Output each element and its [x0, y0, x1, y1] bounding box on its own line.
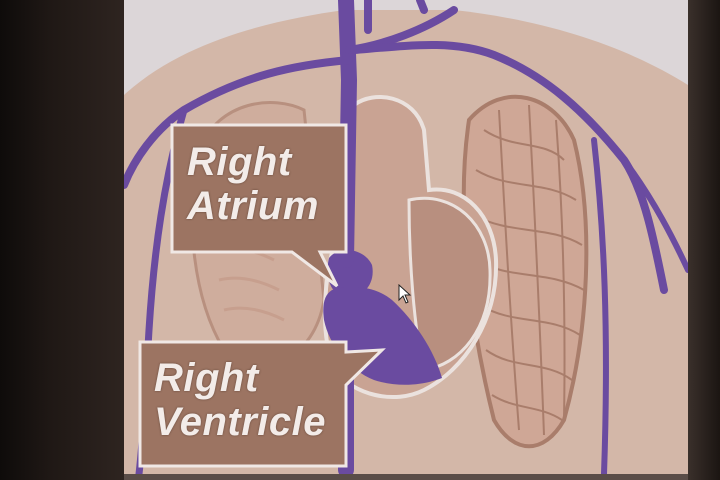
heart-diagram	[124, 0, 688, 474]
left-ventricle	[407, 196, 492, 372]
callout-right-ventricle	[138, 340, 386, 468]
lung-capillary-mesh	[473, 104, 585, 436]
mouse-cursor-icon	[398, 283, 412, 309]
projected-slide	[124, 0, 688, 474]
callout-right-atrium	[170, 123, 348, 288]
projector-frame-left	[0, 0, 124, 480]
right-ventricle-label: Right Ventricle	[154, 356, 354, 444]
atrium-label-line1: Right	[187, 140, 292, 184]
atrium-label-line2: Atrium	[187, 184, 319, 228]
ventricle-label-line2: Ventricle	[154, 400, 326, 444]
projector-bottom-edge	[124, 474, 688, 480]
ventricle-label-line1: Right	[154, 356, 259, 400]
projector-frame-right	[688, 0, 720, 480]
right-atrium-label: Right Atrium	[187, 140, 347, 228]
